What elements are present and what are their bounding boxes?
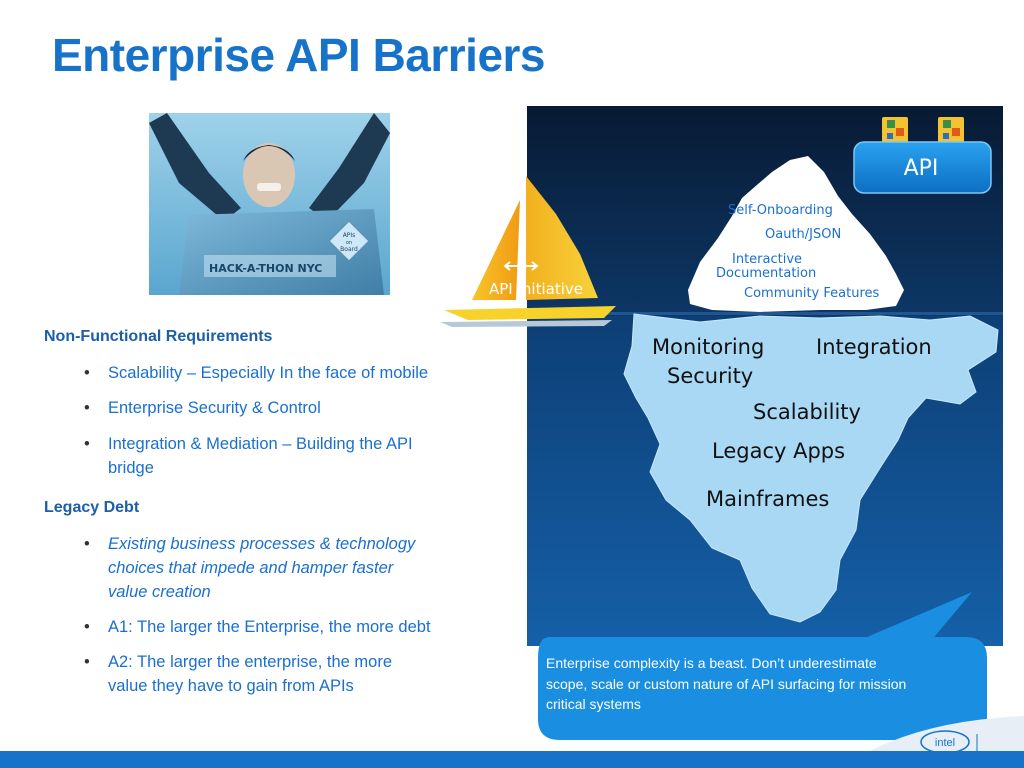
tip-item-documentation: Documentation bbox=[716, 266, 816, 281]
bullet-existing-processes: • Existing business processes & technolo… bbox=[84, 532, 504, 604]
footer-bar bbox=[0, 751, 1024, 768]
sail-left bbox=[472, 200, 520, 300]
bullet-line: value creation bbox=[108, 583, 211, 601]
boat-reflection bbox=[440, 320, 612, 327]
callout-line: Enterprise complexity is a beast. Don’t … bbox=[546, 655, 877, 671]
callout-line: scope, scale or custom nature of API sur… bbox=[546, 675, 907, 692]
bullet-integration: • Integration & Mediation – Building the… bbox=[84, 432, 504, 480]
waterline bbox=[527, 312, 1003, 315]
underwater-item-scalability: Scalability bbox=[753, 400, 861, 424]
callout-line: critical systems bbox=[546, 696, 641, 712]
bullet-dot: • bbox=[84, 535, 90, 553]
underwater-item-legacy-apps: Legacy Apps bbox=[712, 439, 845, 463]
bullet-line: choices that impede and hamper faster bbox=[108, 559, 394, 577]
sailboat-label: API Initiative bbox=[489, 280, 583, 298]
bullet-line: Existing business processes & technology bbox=[108, 535, 416, 553]
bullet-line: A2: The larger the enterprise, the more bbox=[108, 653, 393, 671]
bullet-dot: • bbox=[84, 364, 90, 382]
bullet-text: Integration & Mediation – Building the A… bbox=[108, 432, 504, 480]
bullet-dot: • bbox=[84, 435, 90, 453]
bullet-dot: • bbox=[84, 399, 90, 417]
api-badge bbox=[853, 141, 992, 194]
bullet-line: Integration & Mediation – Building the A… bbox=[108, 435, 413, 453]
api-badge-label: API bbox=[904, 156, 939, 181]
sail-right bbox=[526, 176, 598, 300]
tip-item-oauth-json: Oauth/JSON bbox=[765, 227, 841, 242]
bullet-line: bridge bbox=[108, 459, 154, 477]
bullet-text: Scalability – Especially In the face of … bbox=[108, 364, 429, 382]
bullet-line: value they have to gain from APIs bbox=[108, 677, 354, 695]
bullet-dot: • bbox=[84, 653, 90, 671]
bullet-a1: • A1: The larger the Enterprise, the mor… bbox=[84, 615, 504, 639]
bullet-text: A1: The larger the Enterprise, the more … bbox=[108, 618, 431, 636]
bullet-dot: • bbox=[84, 618, 90, 636]
underwater-item-security: Security bbox=[667, 364, 753, 388]
slide-title: Enterprise API Barriers bbox=[52, 29, 546, 81]
bullet-text: Existing business processes & technology… bbox=[108, 532, 504, 604]
callout-pointer bbox=[860, 592, 972, 642]
tip-item-interactive: Interactive bbox=[732, 252, 802, 267]
bullet-a2: • A2: The larger the enterprise, the mor… bbox=[84, 650, 504, 698]
flag-icon bbox=[882, 117, 908, 143]
iceberg-underwater bbox=[623, 313, 999, 623]
boat-hull bbox=[444, 306, 616, 320]
tip-item-self-onboarding: Self-Onboarding bbox=[728, 203, 833, 218]
underwater-item-integration: Integration bbox=[816, 335, 932, 359]
bullet-security: • Enterprise Security & Control bbox=[84, 396, 504, 420]
underwater-item-monitoring: Monitoring bbox=[652, 335, 764, 359]
footer-swoosh bbox=[870, 716, 1024, 751]
photo-badge-line1: APIs bbox=[343, 232, 356, 239]
hackathon-photo: HACK-A-THON NYC APIs on Board bbox=[149, 113, 390, 295]
flag-icon bbox=[938, 117, 964, 143]
double-arrow-icon bbox=[503, 261, 539, 271]
underwater-item-mainframes: Mainframes bbox=[706, 487, 829, 511]
photo-badge-line2: on bbox=[346, 240, 352, 246]
bullet-text: Enterprise Security & Control bbox=[108, 399, 321, 417]
iceberg-tip bbox=[688, 156, 904, 312]
photo-sign-text: HACK-A-THON NYC bbox=[209, 262, 322, 275]
callout-text: Enterprise complexity is a beast. Don’t … bbox=[546, 653, 990, 715]
tip-item-community-features: Community Features bbox=[744, 286, 879, 301]
bullet-scalability: • Scalability – Especially In the face o… bbox=[84, 361, 504, 385]
intel-logo-text: intel bbox=[935, 737, 955, 749]
callout-box bbox=[538, 637, 987, 740]
bullet-text: A2: The larger the enterprise, the more … bbox=[108, 650, 504, 698]
heading-legacy-debt: Legacy Debt bbox=[44, 499, 140, 516]
heading-non-functional: Non-Functional Requirements bbox=[44, 328, 273, 345]
photo-badge-line3: Board bbox=[340, 246, 358, 253]
